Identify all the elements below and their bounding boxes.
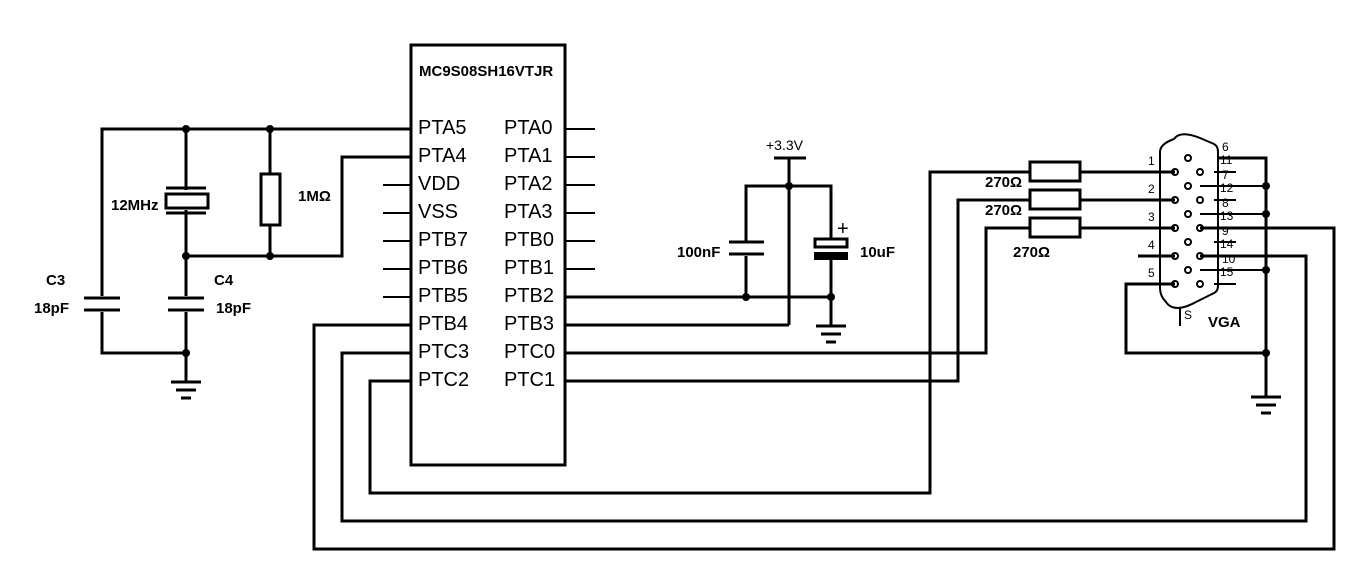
mcu-left-pin-stubs [383, 184, 411, 298]
vga-signal-wiring [312, 170, 1336, 551]
svg-text:6: 6 [1222, 140, 1229, 154]
pin-label-pta2: PTA2 [504, 173, 553, 195]
vga-resistors [1028, 160, 1082, 239]
pin-label-ptb7: PTB7 [418, 229, 468, 251]
pin-label-ptb2: PTB2 [504, 285, 554, 307]
vga-ground-wire [1124, 282, 1266, 355]
crystal-label: 12MHz [111, 197, 159, 214]
ground-icon-vga [1251, 395, 1281, 415]
svg-text:15: 15 [1220, 265, 1234, 279]
mcu-part-number: MC9S08SH16VTJR [419, 63, 553, 80]
oscillator-wiring [100, 127, 411, 382]
pin-label-pta3: PTA3 [504, 201, 553, 223]
vga-label: VGA [1208, 314, 1241, 331]
pin-label-ptc3: PTC3 [418, 341, 469, 363]
vga-right-stubs [1200, 171, 1266, 285]
mcu-right-pin-stubs [565, 128, 595, 270]
vga-junctions [1262, 182, 1270, 357]
pin-label-ptb5: PTB5 [418, 285, 468, 307]
c3-symbol [84, 296, 120, 312]
svg-text:13: 13 [1220, 209, 1234, 223]
supply-label: +3.3V [766, 137, 804, 153]
power-junctions [742, 182, 835, 301]
vga-right-pin-numbers: 6 11 7 12 8 13 9 14 10 15 [1220, 140, 1236, 279]
vga-pin-contacts [1171, 154, 1204, 288]
pin-label-ptb0: PTB0 [504, 229, 554, 251]
pin-label-ptb6: PTB6 [418, 257, 468, 279]
svg-text:11: 11 [1220, 153, 1233, 167]
pin-label-ptb1: PTB1 [504, 257, 554, 279]
cap-10u-symbol [813, 237, 849, 260]
svg-text:7: 7 [1222, 168, 1229, 182]
crystal-symbol [164, 186, 210, 215]
cap-10u-label: 10uF [860, 244, 895, 261]
svg-text:2: 2 [1148, 182, 1155, 196]
resistor-270-3-label: 270Ω [1013, 244, 1050, 261]
vga-left-pin-numbers: 1 2 3 4 5 [1148, 154, 1155, 280]
svg-text:8: 8 [1222, 196, 1229, 210]
vga-shield-label: S [1184, 308, 1192, 322]
resistor-270-3 [1028, 216, 1082, 239]
c4-name: C4 [214, 272, 234, 289]
vga-connector-shell [1159, 133, 1219, 309]
c4-value: 18pF [216, 300, 251, 317]
ground-icon-oscillator [171, 380, 201, 400]
resistor-270-2 [1028, 188, 1082, 211]
pin-label-pta4: PTA4 [418, 145, 467, 167]
vga-ground-bus [1217, 156, 1268, 396]
pin-label-vss: VSS [418, 201, 458, 223]
cap-10u-polarity: + [837, 218, 849, 240]
c3-name: C3 [46, 272, 65, 289]
pin-label-vdd: VDD [418, 173, 460, 195]
svg-text:10: 10 [1222, 252, 1236, 266]
c4-symbol [168, 296, 204, 312]
resistor-1m-label: 1MΩ [298, 188, 331, 205]
pin-label-ptc0: PTC0 [504, 341, 555, 363]
cap-100n-symbol [729, 240, 764, 256]
pin-label-pta0: PTA0 [504, 117, 553, 139]
svg-text:1: 1 [1148, 154, 1155, 168]
pin-label-ptc1: PTC1 [504, 369, 555, 391]
resistor-270-1 [1028, 160, 1082, 183]
pin-label-pta1: PTA1 [504, 145, 553, 167]
resistor-1m-symbol [259, 172, 282, 227]
oscillator-junctions [182, 125, 274, 357]
cap-100n-label: 100nF [677, 244, 720, 261]
c3-value: 18pF [34, 300, 69, 317]
pin-label-ptb4: PTB4 [418, 313, 468, 335]
mcu-left-pin-labels: PTA5 PTA4 VDD VSS PTB7 PTB6 PTB5 PTB4 PT… [418, 117, 469, 391]
svg-text:9: 9 [1222, 224, 1229, 238]
svg-text:12: 12 [1220, 181, 1234, 195]
svg-text:3: 3 [1148, 210, 1155, 224]
svg-text:4: 4 [1148, 238, 1155, 252]
ground-icon-power [816, 324, 846, 344]
pin-label-pta5: PTA5 [418, 117, 467, 139]
mcu-right-pin-labels: PTA0 PTA1 PTA2 PTA3 PTB0 PTB1 PTB2 PTB3 … [504, 117, 555, 391]
mcu-body [409, 43, 567, 467]
svg-text:5: 5 [1148, 266, 1155, 280]
resistor-270-2-label: 270Ω [985, 202, 1022, 219]
pin-label-ptc2: PTC2 [418, 369, 469, 391]
pin-label-ptb3: PTB3 [504, 313, 554, 335]
resistor-270-1-label: 270Ω [985, 174, 1022, 191]
svg-text:14: 14 [1220, 237, 1234, 251]
